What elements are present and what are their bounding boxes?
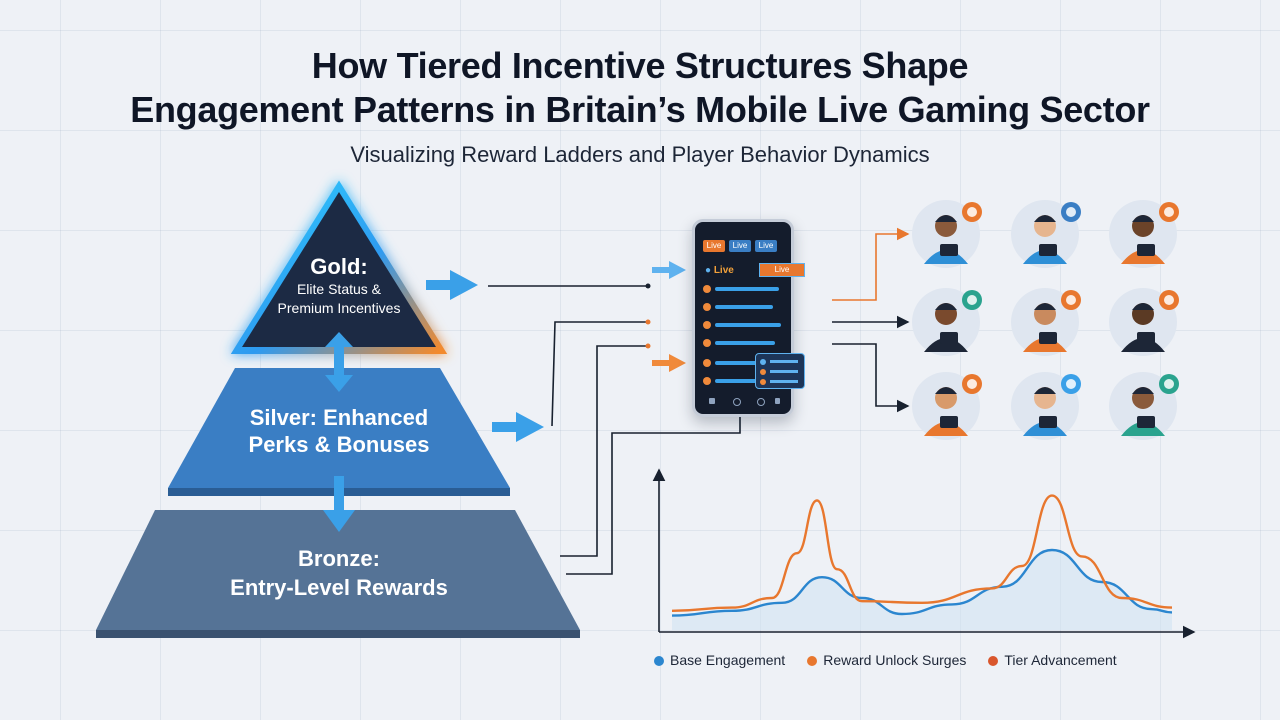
- player-cheering-icon: [1109, 200, 1177, 268]
- legend-dot-icon: [807, 656, 818, 666]
- series-area-base-engagement: [672, 550, 1172, 630]
- silver-bronze-arrow-icon: [323, 476, 355, 532]
- legend-item: Tier Advancement: [988, 652, 1117, 668]
- silver-line-2: Perks & Bonuses: [248, 432, 430, 457]
- phone-live-badge: Live: [759, 263, 805, 277]
- title-line-2: Engagement Patterns in Britain’s Mobile …: [130, 89, 1150, 130]
- gold-silver-double-arrow-icon: [325, 332, 353, 392]
- row-bar: [715, 379, 757, 383]
- star-badge-icon: [1061, 202, 1081, 222]
- star-badge-icon: [1061, 290, 1081, 310]
- row-bar: [715, 361, 757, 365]
- live-dot-icon: ●: [705, 265, 714, 276]
- row-avatar-icon: [703, 339, 711, 347]
- gold-out-arrow-icon: [426, 270, 478, 300]
- star-badge-icon: [962, 290, 982, 310]
- title-line-1: How Tiered Incentive Structures Shape: [311, 45, 969, 86]
- search-icon: [757, 398, 765, 406]
- phone-tab-3: Live: [755, 240, 777, 252]
- bronze-line-1: Bronze:: [298, 546, 380, 571]
- popup-dot-icon: [760, 379, 766, 385]
- page-subtitle: Visualizing Reward Ladders and Player Be…: [350, 142, 930, 167]
- phone-live-badge-text: Live: [774, 265, 790, 274]
- gold-tier-label: Gold: Elite Status & Premium Incentives: [248, 254, 430, 318]
- player-tablet-icon: [1011, 200, 1079, 268]
- phone-nav-bar: [703, 396, 781, 406]
- row-avatar-icon: [703, 359, 711, 367]
- phone-list-row: [703, 284, 779, 294]
- chart-legend: Base Engagement Reward Unlock Surges Tier …: [654, 652, 1139, 668]
- gold-line-2: Premium Incentives: [277, 300, 401, 316]
- phone-tab-2: Live: [729, 240, 751, 252]
- phone-in-arrows: [652, 261, 686, 372]
- series-line-reward-unlock-surges: [671, 494, 1173, 612]
- bronze-line-2: Entry-Level Rewards: [230, 575, 448, 600]
- silver-out-arrow-icon: [492, 412, 544, 442]
- popup-bar: [770, 380, 798, 383]
- player-laptop-icon: [912, 372, 980, 440]
- row-avatar-icon: [703, 303, 711, 311]
- popup-dot-icon: [760, 369, 766, 375]
- phone-list-row: [703, 376, 775, 386]
- popup-bar: [770, 360, 798, 363]
- chart-badge-icon: [962, 202, 982, 222]
- chest-badge-icon: [1159, 290, 1179, 310]
- tier-connector-lines: [488, 283, 741, 575]
- page-title: How Tiered Incentive Structures Shape En…: [0, 44, 1280, 132]
- player-grid: [912, 200, 1179, 440]
- popup-dot-icon: [760, 359, 766, 365]
- phone-live-label: ● Live: [705, 265, 734, 276]
- legend-label: Reward Unlock Surges: [823, 652, 967, 668]
- legend-label: Tier Advancement: [1004, 652, 1117, 668]
- row-bar: [715, 341, 775, 345]
- coin-badge-icon: [1159, 374, 1179, 394]
- row-avatar-icon: [703, 321, 711, 329]
- engagement-chart: [652, 468, 1196, 639]
- legend-item: Base Engagement: [654, 652, 785, 668]
- phone-notification-popup: [755, 353, 805, 389]
- row-bar: [715, 323, 781, 327]
- gold-line-1: Elite Status &: [296, 281, 382, 297]
- phone-list-row: [703, 358, 775, 368]
- phone-list-row: [703, 302, 775, 312]
- phone-list-row: [703, 320, 781, 330]
- silver-tier-label: Silver: Enhanced Perks & Bonuses: [210, 404, 468, 458]
- star-badge-icon: [962, 374, 982, 394]
- bronze-tier-label: Bronze: Entry-Level Rewards: [180, 544, 498, 602]
- legend-label: Base Engagement: [670, 652, 786, 668]
- legend-dot-icon: [988, 656, 999, 666]
- legend-item: Reward Unlock Surges: [807, 652, 966, 668]
- gear-badge-icon: [1159, 202, 1179, 222]
- silver-line-1: Silver: Enhanced: [249, 405, 429, 430]
- phone-tab-1: Live: [703, 240, 725, 252]
- row-bar: [715, 305, 773, 309]
- phone-live-text: Live: [713, 265, 734, 276]
- gold-title: Gold:: [310, 254, 368, 279]
- profile-icon: [775, 398, 780, 404]
- row-avatar-icon: [703, 285, 711, 293]
- infinity-badge-icon: [1061, 374, 1081, 394]
- row-bar: [715, 287, 779, 291]
- row-avatar-icon: [703, 377, 711, 385]
- player-gesture-icon: [912, 288, 980, 356]
- popup-bar: [770, 370, 798, 373]
- player-headset-icon: [1011, 288, 1079, 356]
- chat-icon: [733, 398, 741, 406]
- phone-list-row: [703, 338, 775, 348]
- bronze-tier: [96, 510, 580, 638]
- player-cheering-icon: [1109, 288, 1177, 356]
- player-laptop-icon: [1109, 372, 1177, 440]
- player-connector-lines: [832, 227, 910, 413]
- player-tablet-icon: [912, 200, 980, 268]
- home-icon: [709, 398, 715, 404]
- mobile-phone: Live Live Live ● Live Live: [692, 219, 805, 417]
- player-tablet-icon: [1011, 372, 1079, 440]
- legend-dot-icon: [654, 656, 664, 666]
